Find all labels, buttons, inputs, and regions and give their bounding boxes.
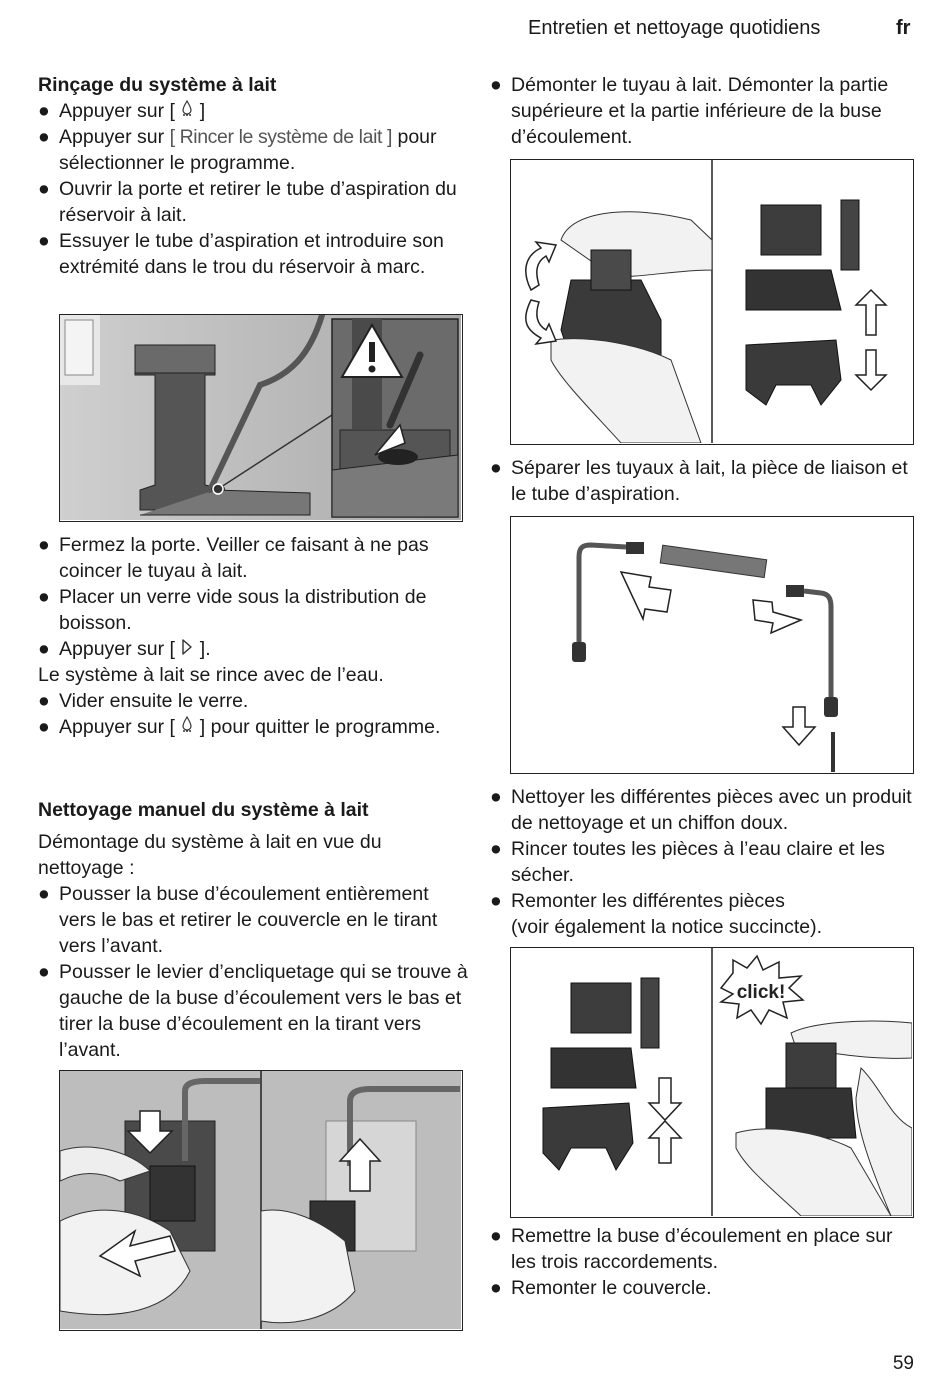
section-reassemble: ●Remettre la buse d’écoulement en place … <box>490 1223 920 1301</box>
list-item: ●Fermez la porte. Veiller ce faisant à n… <box>38 534 429 582</box>
section-heading: Nettoyage manuel du système à lait <box>38 799 369 821</box>
section-milk-rinse: Rinçage du système à lait ●Appuyer sur [… <box>38 72 468 280</box>
figure-suction-tube <box>59 314 463 522</box>
section-milk-rinse-steps: ●Fermez la porte. Veiller ce faisant à n… <box>38 532 468 740</box>
list-item: ●Rincer toutes les pièces à l’eau claire… <box>490 838 885 886</box>
list-item: ●Remonter le couvercle. <box>490 1277 712 1299</box>
list-item: ●Essuyer le tube d’aspiration et introdu… <box>38 230 444 278</box>
figure-reassemble-parts: click! <box>510 947 914 1218</box>
section-separate-tubes: ●Séparer les tuyaux à lait, la pièce de … <box>490 455 920 507</box>
header-title: Entretien et nettoyage quotidiens <box>528 17 821 39</box>
figure-disassemble-parts <box>510 159 914 445</box>
warning-icon <box>340 322 404 378</box>
milk-system-icon <box>180 98 194 124</box>
list-item: ●Appuyer sur [ Rincer le système de lait… <box>38 126 437 174</box>
list-item: ●Pousser le levier d’encliquetage qui se… <box>38 961 468 1061</box>
list-item: ●Démonter le tuyau à lait. Démonter la p… <box>490 74 889 148</box>
page-header: Entretien et nettoyage quotidiens fr <box>0 14 950 44</box>
program-name: [ Rincer le système de lait ] <box>169 126 393 148</box>
paragraph: Démontage du système à lait en vue du ne… <box>38 831 382 879</box>
list-item: ●Séparer les tuyaux à lait, la pièce de … <box>490 457 908 505</box>
page-number: 59 <box>892 1353 914 1374</box>
list-item: ●Remonter les différentes pièces(voir ég… <box>490 890 823 938</box>
list-item: ●Ouvrir la porte et retirer le tube d’as… <box>38 178 457 226</box>
paragraph: Le système à lait se rince avec de l’eau… <box>38 664 384 686</box>
click-label: click! <box>737 982 786 1003</box>
figure-remove-outlet <box>59 1070 463 1331</box>
section-disassembly: ●Démonter le tuyau à lait. Démonter la p… <box>490 72 920 150</box>
section-clean-parts: ●Nettoyer les différentes pièces avec un… <box>490 784 920 940</box>
list-item: ●Remettre la buse d’écoulement en place … <box>490 1225 893 1273</box>
section-heading: Rinçage du système à lait <box>38 74 277 96</box>
section-manual-cleaning: Nettoyage manuel du système à lait Démon… <box>38 797 468 1063</box>
start-icon <box>180 636 194 662</box>
figure-separate-tubes <box>510 516 914 774</box>
milk-system-icon <box>180 714 194 740</box>
list-item: ●Vider ensuite le verre. <box>38 690 249 712</box>
list-item: ●Appuyer sur [ ] pour quitter le program… <box>38 714 441 740</box>
header-language: fr <box>896 17 911 39</box>
list-item: ●Placer un verre vide sous la distributi… <box>38 586 427 634</box>
list-item: ●Pousser la buse d’écoulement entièremen… <box>38 883 438 957</box>
list-item: ●Nettoyer les différentes pièces avec un… <box>490 786 912 834</box>
list-item: ●Appuyer sur [ ]. <box>38 636 211 662</box>
list-item: ●Appuyer sur [ ] <box>38 98 206 124</box>
